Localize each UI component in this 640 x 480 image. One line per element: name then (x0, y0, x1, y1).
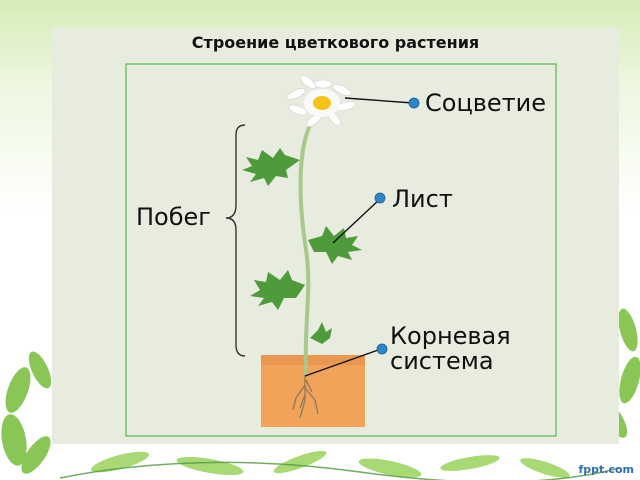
label-root-system-line2: система (390, 347, 494, 375)
pointer-line-inflorescence (344, 97, 414, 104)
label-root-system: Корневая система (390, 324, 511, 374)
leaf-illustration (242, 148, 362, 344)
roots-illustration (292, 372, 319, 419)
label-inflorescence: Соцветие (425, 89, 547, 117)
label-root-system-line1: Корневая (390, 322, 511, 350)
marker-dot-leaf (374, 192, 386, 204)
diagram-frame (125, 63, 557, 437)
shoot-brace (225, 124, 246, 357)
watermark-logo: fppt.com (578, 463, 634, 476)
page-title: Строение цветкового растения (191, 33, 480, 52)
label-leaf: Лист (392, 185, 453, 213)
marker-dot-inflorescence (408, 97, 420, 109)
pointer-line-leaf (332, 198, 381, 244)
decorative-leaves (1, 308, 640, 480)
soil-block (261, 355, 365, 427)
marker-dot-root (376, 343, 388, 355)
pointer-line-root (304, 348, 382, 377)
flower-illustration (286, 75, 357, 127)
label-shoot: Побег (136, 203, 211, 231)
